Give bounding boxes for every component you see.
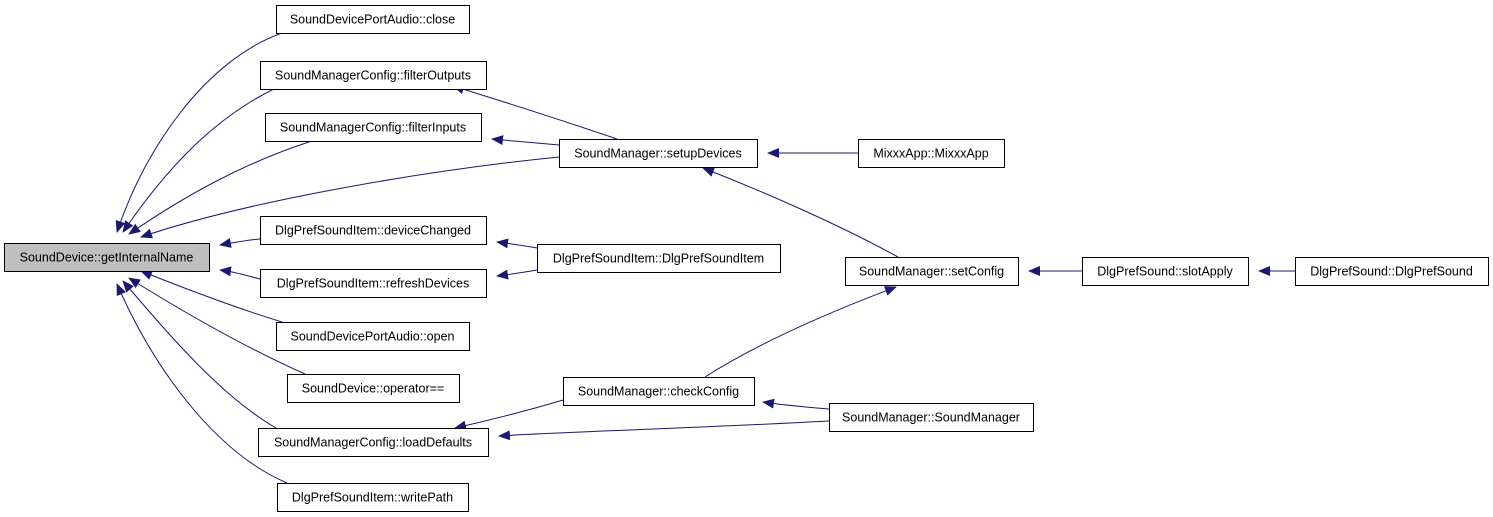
- edge-n2-to-n0: [122, 88, 275, 233]
- node-box: [829, 403, 1034, 432]
- edges: [115, 32, 1296, 484]
- node-box: [265, 113, 482, 142]
- node-box: [559, 139, 758, 168]
- edge-n16-to-n0: [122, 280, 277, 429]
- node-n6[interactable]: DlgPrefSoundItem::deviceChanged: [260, 216, 487, 245]
- node-n5[interactable]: MixxxApp::MixxxApp: [858, 139, 1005, 168]
- edge-n14-to-n9: [704, 286, 897, 378]
- node-n7[interactable]: DlgPrefSoundItem::DlgPrefSoundItem: [537, 244, 781, 273]
- node-box: [858, 139, 1005, 168]
- nodes: SoundDevice::getInternalNameSoundDeviceP…: [4, 5, 1489, 512]
- edge-n8-to-n0: [219, 266, 261, 280]
- node-n1[interactable]: SoundDevicePortAudio::close: [276, 5, 470, 34]
- edge-n15-to-n16: [498, 420, 830, 441]
- edge-n4-to-n0: [140, 156, 560, 239]
- edge-n4-to-n2: [452, 84, 618, 140]
- node-n15[interactable]: SoundManager::SoundManager: [829, 403, 1034, 432]
- node-box: [4, 243, 210, 272]
- node-n3[interactable]: SoundManagerConfig::filterInputs: [265, 113, 482, 142]
- edge-n15-to-n14: [762, 398, 830, 410]
- node-label: DlgPrefSound::slotApply: [1097, 265, 1233, 279]
- node-label: SoundManager::SoundManager: [842, 411, 1020, 425]
- edge-n12-to-n0: [140, 270, 283, 323]
- node-label: SoundDevice::operator==: [302, 382, 444, 396]
- node-box: [1295, 257, 1489, 286]
- edge-n7-to-n8: [496, 269, 538, 280]
- node-label: DlgPrefSoundItem::deviceChanged: [275, 224, 471, 238]
- edge-n14-to-n16: [454, 399, 564, 431]
- node-label: DlgPrefSoundItem::refreshDevices: [277, 277, 469, 291]
- edge-n1-to-n0: [115, 32, 283, 233]
- node-box: [845, 257, 1019, 286]
- node-box: [276, 322, 470, 351]
- node-box: [563, 377, 755, 406]
- edge-n9-to-n4: [702, 167, 899, 258]
- node-label: SoundManager::setupDevices: [574, 147, 741, 161]
- node-label: SoundManagerConfig::loadDefaults: [274, 436, 472, 450]
- node-label: SoundManager::checkConfig: [578, 385, 739, 399]
- node-label: SoundDevicePortAudio::open: [290, 330, 454, 344]
- edge-n13-to-n0: [128, 277, 306, 375]
- node-label: SoundManagerConfig::filterOutputs: [275, 69, 471, 83]
- node-n17[interactable]: DlgPrefSoundItem::writePath: [277, 483, 469, 512]
- node-n0[interactable]: SoundDevice::getInternalName: [4, 243, 210, 272]
- node-label: DlgPrefSoundItem::DlgPrefSoundItem: [553, 252, 764, 266]
- node-n4[interactable]: SoundManager::setupDevices: [559, 139, 758, 168]
- edge-n4-to-n3: [491, 135, 560, 146]
- node-n9[interactable]: SoundManager::setConfig: [845, 257, 1019, 286]
- node-box: [260, 269, 487, 298]
- node-box: [276, 5, 470, 34]
- node-n16[interactable]: SoundManagerConfig::loadDefaults: [258, 428, 489, 457]
- node-label: SoundDevice::getInternalName: [20, 251, 194, 265]
- edge-n6-to-n0: [219, 238, 261, 248]
- node-box: [277, 483, 469, 512]
- node-n2[interactable]: SoundManagerConfig::filterOutputs: [260, 61, 487, 90]
- node-label: SoundManagerConfig::filterInputs: [280, 121, 466, 135]
- node-n10[interactable]: DlgPrefSound::slotApply: [1082, 257, 1249, 286]
- node-label: SoundManager::setConfig: [859, 265, 1004, 279]
- node-label: DlgPrefSound::DlgPrefSound: [1310, 265, 1473, 279]
- node-box: [260, 216, 487, 245]
- node-label: DlgPrefSoundItem::writePath: [292, 491, 453, 505]
- edge-n3-to-n0: [128, 140, 313, 235]
- node-label: MixxxApp::MixxxApp: [873, 147, 988, 161]
- node-box: [260, 61, 487, 90]
- node-label: SoundDevicePortAudio::close: [290, 13, 455, 27]
- node-box: [258, 428, 489, 457]
- node-box: [287, 374, 460, 403]
- node-n14[interactable]: SoundManager::checkConfig: [563, 377, 755, 406]
- edge-n17-to-n0: [116, 283, 288, 484]
- edge-n7-to-n6: [496, 238, 538, 249]
- node-box: [1082, 257, 1249, 286]
- node-n8[interactable]: DlgPrefSoundItem::refreshDevices: [260, 269, 487, 298]
- node-n12[interactable]: SoundDevicePortAudio::open: [276, 322, 470, 351]
- node-n13[interactable]: SoundDevice::operator==: [287, 374, 460, 403]
- node-n11[interactable]: DlgPrefSound::DlgPrefSound: [1295, 257, 1489, 286]
- node-box: [537, 244, 781, 273]
